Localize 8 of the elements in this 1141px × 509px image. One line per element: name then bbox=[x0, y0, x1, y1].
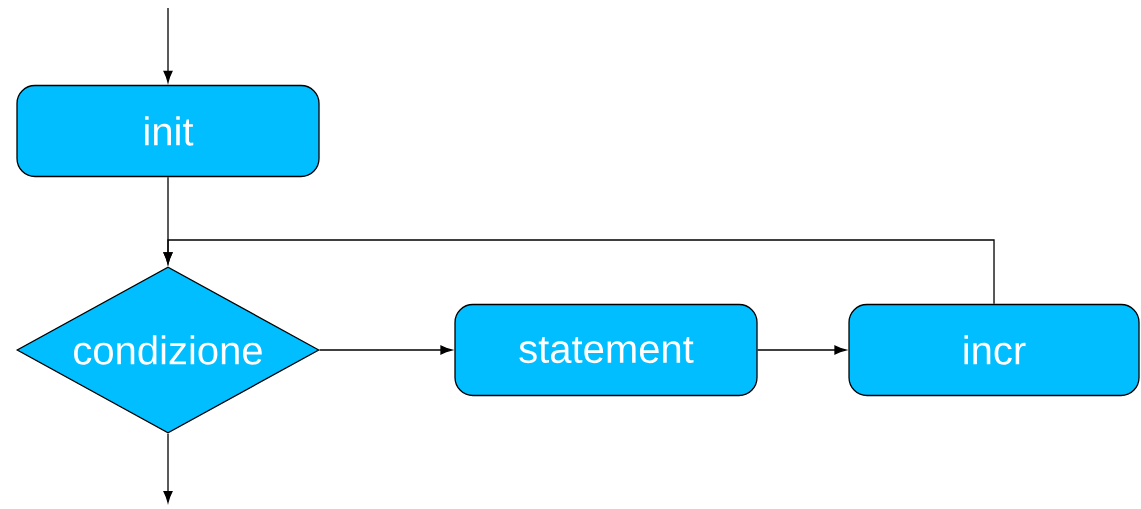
process-box: statement bbox=[454, 303, 758, 397]
arrow bbox=[163, 7, 173, 83]
process-box: init bbox=[16, 84, 320, 178]
arrow bbox=[757, 345, 847, 355]
arrow bbox=[163, 239, 995, 305]
arrow bbox=[319, 345, 453, 355]
process-box: incr bbox=[848, 303, 1140, 397]
arrow bbox=[163, 433, 173, 503]
